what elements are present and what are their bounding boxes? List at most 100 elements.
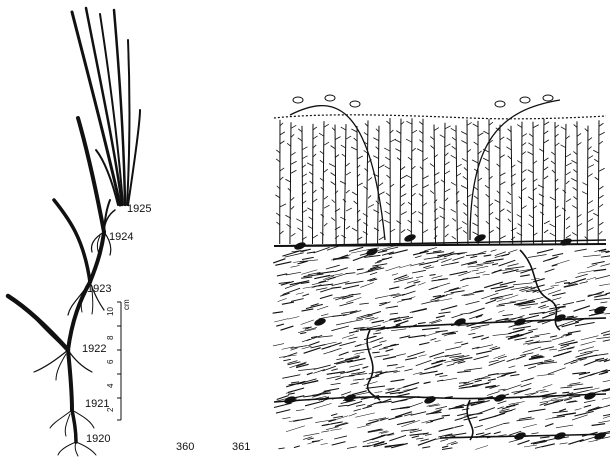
soil-hatch [355,344,362,346]
soil-hatch [535,447,542,449]
shoot-leaf [588,210,594,213]
soil-hatch [595,354,608,356]
shoot-leaf [572,205,577,208]
shoot-leaf [522,170,527,173]
soil-hatch [595,358,604,360]
soil-hatch [553,351,571,357]
shoot-leaf [540,212,544,215]
soil-hatch [424,382,431,384]
soil-hatch [592,424,606,426]
soil-hatch [451,291,465,293]
soil-hatch [474,425,483,427]
soil-hatch [384,344,399,347]
soil-hatch [447,364,455,366]
soil-hatch [455,418,462,420]
shoot-leaf [412,130,417,133]
soil-hatch [302,257,314,259]
shoot-leaf [412,166,415,169]
shoot-leaf [423,185,429,188]
shoot-leaf [461,131,467,134]
shoot-leaf [419,122,423,125]
soil-hatch [545,424,553,427]
soil-hatch [416,276,423,277]
shoot-stem [555,122,556,244]
soil-hatch [274,403,292,407]
soil-hatch [575,409,582,411]
soil-hatch [568,331,581,333]
soil-hatch [396,394,409,397]
soil-hatch [528,297,544,301]
shoot-leaf [593,150,599,153]
soil-hatch [421,300,439,304]
shoot-leaf [599,186,603,189]
soil-hatch [426,422,433,424]
shoot-leaf [451,128,456,131]
soil-hatch [604,312,610,314]
soil-hatch [312,281,329,285]
soil-hatch [276,324,284,326]
soil-hatch [370,272,377,274]
shoot-leaf [500,173,505,176]
soil-hatch [431,360,446,364]
soil-hatch [503,423,509,424]
soil-hatch [548,290,561,295]
shoot-leaf [566,154,571,157]
rhizome-segment [72,410,76,442]
soil-hatch [286,426,305,432]
soil-hatch [372,320,384,322]
shoot-leaf [412,211,416,214]
soil-hatch [374,355,389,357]
soil-hatch [468,378,480,382]
soil-hatch [578,347,594,352]
soil-hatch [431,279,448,281]
shoot-leaf [539,203,544,206]
scale-unit: cm [122,299,131,310]
shoot-leaf [297,228,302,231]
shoot-leaf [385,166,390,169]
shoot-leaf [324,196,328,199]
year-label-1922: 1922 [82,343,106,355]
soil-hatch [352,391,366,395]
soil-hatch [503,385,522,391]
shoot-leaf [517,125,522,128]
shoot-leaf [354,138,357,141]
soil-hatch [486,259,504,262]
soil-hatch [282,375,300,379]
soil-hatch [545,269,555,272]
shoot-leaf [346,190,350,193]
shoot-leaf [346,172,351,175]
soil-hatch [331,369,337,371]
soil-hatch [523,347,542,353]
soil-hatch [528,329,538,331]
soil-hatch [360,283,374,288]
soil-hatch [283,359,291,361]
soil-hatch [492,270,502,274]
soil-hatch [495,413,505,416]
shoot-leaf [464,212,467,215]
soil-hatch [392,399,409,403]
soil-hatch [274,319,288,322]
shoot-leaf [320,232,324,235]
shoot-stem [533,122,534,244]
shoot-leaf [406,139,412,142]
soil-hatch [410,430,422,433]
soil-hatch [275,262,291,266]
rhizome-bud [553,431,566,441]
soil-hatch [489,360,499,362]
shoot-leaf [324,124,329,127]
soil-hatch [321,444,328,445]
shoot-leaf [280,168,284,171]
shoot-stem [302,126,303,244]
soil-hatch [304,348,321,354]
soil-hatch [349,337,358,339]
soil-hatch [383,357,396,360]
shoot-leaf [507,138,511,141]
soil-hatch [507,359,515,362]
soil-hatch [464,368,482,370]
scale-tick-4: 4 [106,383,115,388]
soil-hatch [368,312,381,316]
soil-hatch [303,433,319,436]
soil-hatch [552,416,565,418]
soil-hatch [296,293,304,295]
shoot-leaf [528,143,533,146]
